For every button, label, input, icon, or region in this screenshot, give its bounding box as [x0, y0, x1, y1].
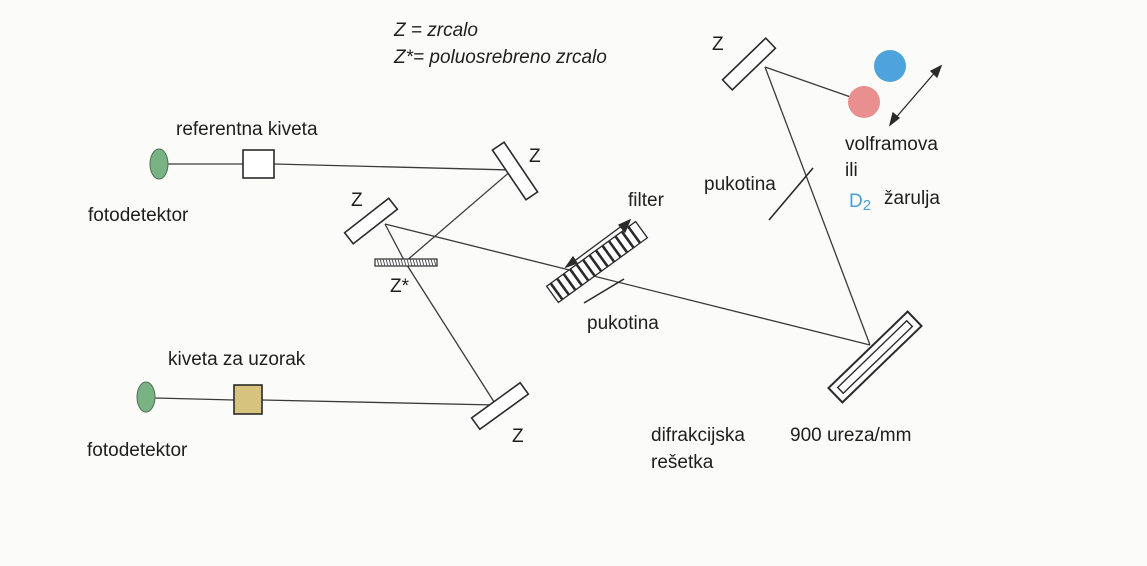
- legend-mirror: Z = zrcalo: [394, 20, 478, 41]
- label-mirror-left: Z: [351, 190, 363, 211]
- sample-cuvette: [233, 384, 263, 415]
- lamp-blue-bulb: [874, 50, 906, 82]
- label-mirror-top-right: Z: [712, 34, 724, 55]
- beam-grating-to-mirror: [384, 223, 871, 346]
- mirror-top-right: [721, 36, 777, 92]
- label-grating-line2: rešetka: [651, 452, 714, 473]
- label-lamp-line2: ili: [845, 160, 858, 181]
- beam-splitter-to-upper-mirror: [404, 169, 513, 263]
- label-reference-cuvette: referentna kiveta: [176, 119, 318, 140]
- mirror-upper: [491, 141, 539, 201]
- label-lamp-word: žarulja: [884, 188, 940, 209]
- label-slit-right: pukotina: [704, 174, 776, 195]
- label-mirror-lower: Z: [512, 426, 524, 447]
- lamp-red-bulb: [848, 86, 880, 118]
- beam-lamp-to-mirror: [764, 66, 863, 102]
- beam-mirror-to-grating: [764, 66, 871, 346]
- label-grating-spec: 900 ureza/mm: [790, 425, 912, 446]
- label-grating-line1: difrakcijska: [651, 425, 745, 446]
- mirror-left: [343, 197, 399, 245]
- beam-upper-mirror-to-reference: [273, 163, 513, 171]
- slit-right: [768, 167, 814, 221]
- legend-half-mirror: Z*= poluosrebreno zrcalo: [394, 47, 607, 68]
- beam-splitter: [374, 258, 438, 267]
- reference-cuvette: [242, 149, 275, 179]
- beam-sample-to-detector: [154, 397, 235, 401]
- slit-middle: [583, 278, 625, 304]
- beam-lower-mirror-to-sample: [261, 399, 497, 406]
- filter-arrow: [564, 218, 632, 269]
- beam-splitter-to-lower-mirror: [404, 261, 497, 406]
- photodetector-bottom: [136, 381, 156, 413]
- label-lamp-line1: volframova: [845, 134, 938, 155]
- label-slit-middle: pukotina: [587, 313, 659, 334]
- lamp-switch-arrow: [888, 64, 943, 127]
- beam-to-beam-splitter: [384, 223, 406, 263]
- label-detector-top: fotodetektor: [88, 205, 189, 226]
- label-sample-cuvette: kiveta za uzorak: [168, 349, 306, 370]
- label-detector-bottom: fotodetektor: [87, 440, 188, 461]
- label-mirror-upper: Z: [529, 146, 541, 167]
- label-lamp-d2: D2: [849, 191, 872, 214]
- mirror-lower: [470, 381, 530, 431]
- label-beam-splitter: Z*: [390, 276, 409, 297]
- diffraction-grating: [827, 310, 923, 404]
- label-filter: filter: [628, 190, 664, 211]
- filter: [545, 220, 649, 304]
- photodetector-top: [149, 148, 169, 180]
